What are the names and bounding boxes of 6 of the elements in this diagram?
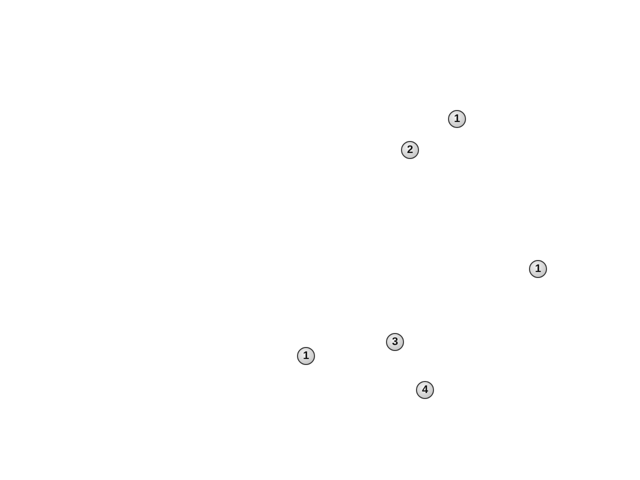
callout-number: 1 [448,110,466,128]
callout-number: 3 [386,333,404,351]
callout-number: 1 [529,260,547,278]
callout-number: 4 [416,381,434,399]
callout-number: 2 [401,141,419,159]
callout-number: 1 [297,347,315,365]
